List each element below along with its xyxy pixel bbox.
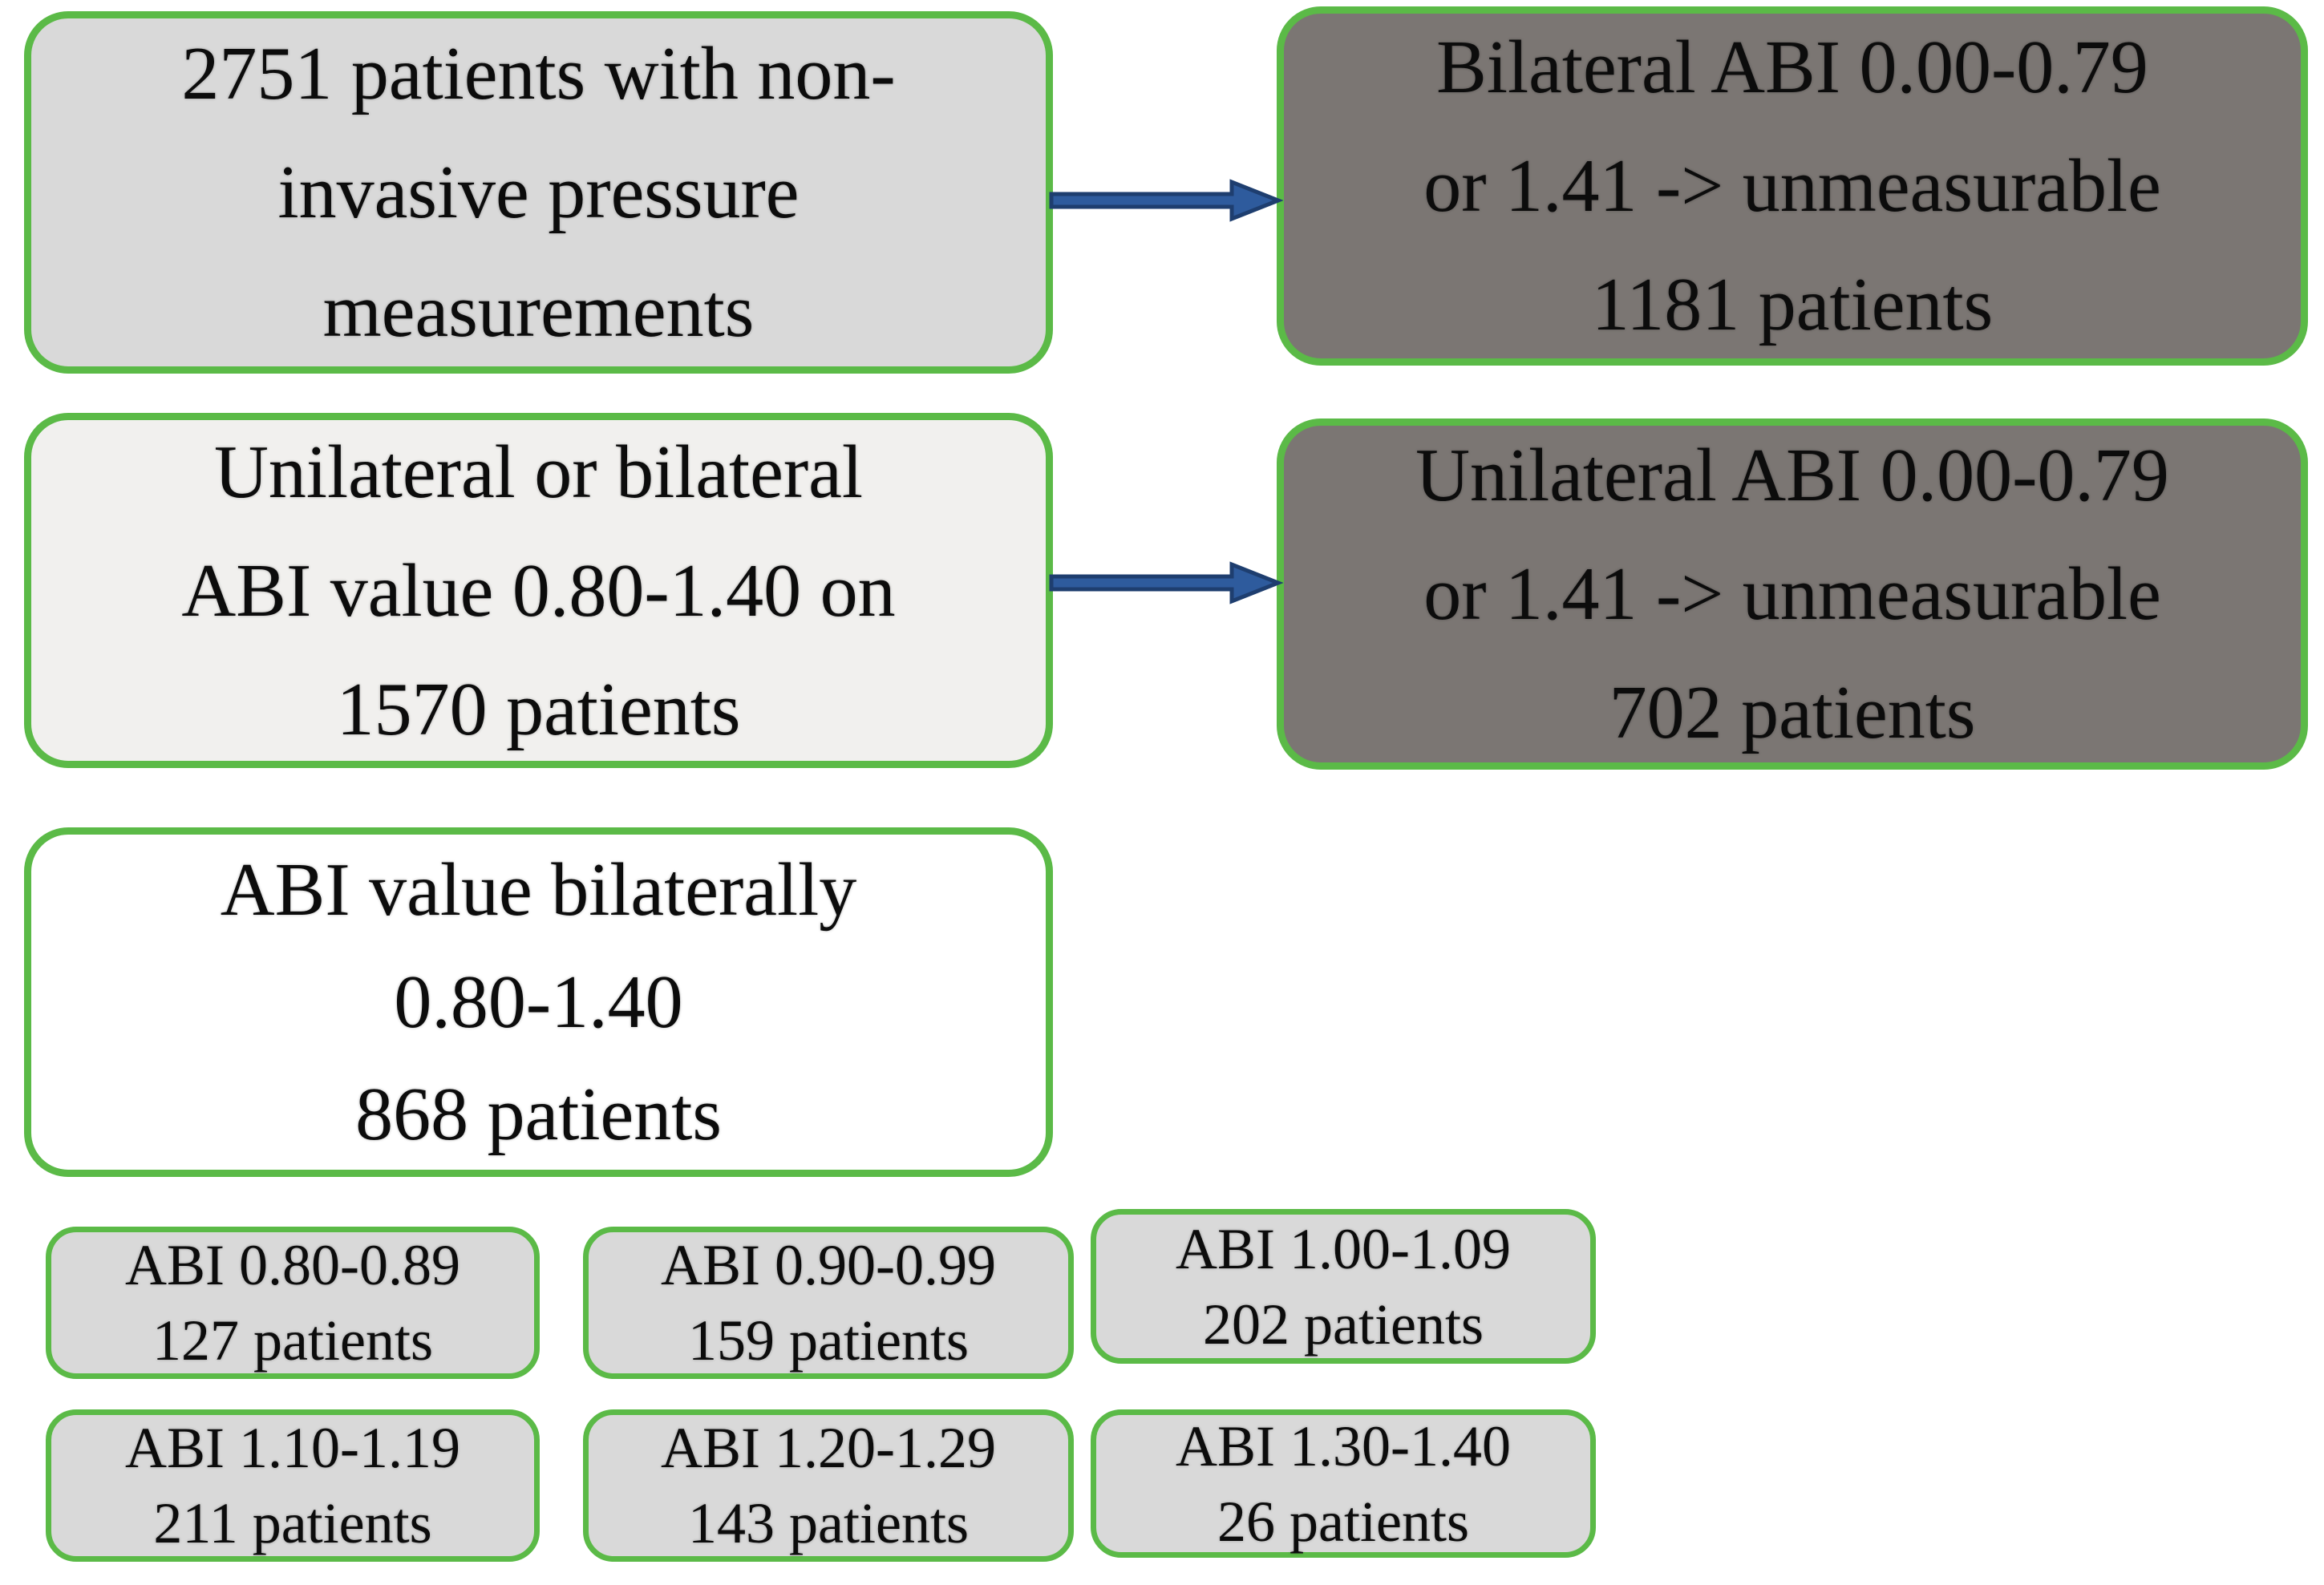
subgroup-range: ABI 1.30-1.40 bbox=[1176, 1413, 1511, 1478]
subgroup-count: 26 patients bbox=[1217, 1489, 1469, 1554]
box-abi-090-099: ABI 0.90-0.99 159 patients bbox=[583, 1227, 1074, 1379]
box-text-line: 868 patients bbox=[355, 1073, 722, 1156]
box-text-line: Unilateral or bilateral bbox=[213, 430, 864, 514]
box-text-line: invasive pressure bbox=[277, 151, 800, 234]
box-abi-080-089: ABI 0.80-0.89 127 patients bbox=[46, 1227, 540, 1379]
subgroup-range: ABI 1.20-1.29 bbox=[661, 1416, 996, 1480]
box-text-line: or 1.41 -> unmeasurable bbox=[1423, 552, 2161, 636]
box-total-patients: 2751 patients with non- invasive pressur… bbox=[24, 11, 1053, 374]
box-text-line: Unilateral ABI 0.00-0.79 bbox=[1415, 434, 2169, 517]
subgroup-count: 202 patients bbox=[1203, 1292, 1484, 1357]
box-text-line: measurements bbox=[322, 269, 755, 353]
box-text-line: or 1.41 -> unmeasurable bbox=[1423, 144, 2161, 228]
box-abi-100-109: ABI 1.00-1.09 202 patients bbox=[1091, 1209, 1596, 1364]
box-text-line: 0.80-1.40 bbox=[394, 960, 683, 1044]
subgroup-count: 143 patients bbox=[688, 1491, 969, 1555]
subgroup-range: ABI 0.90-0.99 bbox=[661, 1233, 996, 1297]
box-abi-110-119: ABI 1.10-1.19 211 patients bbox=[46, 1409, 540, 1562]
box-text-line: ABI value 0.80-1.40 on bbox=[181, 548, 896, 633]
box-text-line: 2751 patients with non- bbox=[181, 32, 896, 115]
box-text-line: ABI value bilaterally bbox=[220, 848, 857, 932]
flow-arrow-right-icon bbox=[1049, 179, 1283, 222]
box-abi-120-129: ABI 1.20-1.29 143 patients bbox=[583, 1409, 1074, 1562]
subgroup-range: ABI 1.10-1.19 bbox=[125, 1416, 460, 1480]
subgroup-range: ABI 0.80-0.89 bbox=[125, 1233, 460, 1297]
box-excluded-bilateral: Bilateral ABI 0.00-0.79 or 1.41 -> unmea… bbox=[1277, 6, 2308, 366]
box-text-line: 702 patients bbox=[1609, 671, 1976, 754]
subgroup-count: 211 patients bbox=[153, 1491, 432, 1555]
subgroup-count: 159 patients bbox=[688, 1308, 969, 1373]
box-abi-130-140: ABI 1.30-1.40 26 patients bbox=[1091, 1409, 1596, 1558]
subgroup-count: 127 patients bbox=[152, 1308, 433, 1373]
box-text-line: 1181 patients bbox=[1591, 263, 1994, 346]
flow-arrow-right-icon bbox=[1049, 561, 1283, 604]
box-unilateral-or-bilateral-abi: Unilateral or bilateral ABI value 0.80-1… bbox=[24, 413, 1053, 768]
box-excluded-unilateral: Unilateral ABI 0.00-0.79 or 1.41 -> unme… bbox=[1277, 418, 2308, 770]
box-bilateral-abi-in-range: ABI value bilaterally 0.80-1.40 868 pati… bbox=[24, 827, 1053, 1177]
box-text-line: 1570 patients bbox=[336, 667, 741, 751]
subgroup-range: ABI 1.00-1.09 bbox=[1176, 1216, 1511, 1281]
box-text-line: Bilateral ABI 0.00-0.79 bbox=[1436, 26, 2148, 109]
